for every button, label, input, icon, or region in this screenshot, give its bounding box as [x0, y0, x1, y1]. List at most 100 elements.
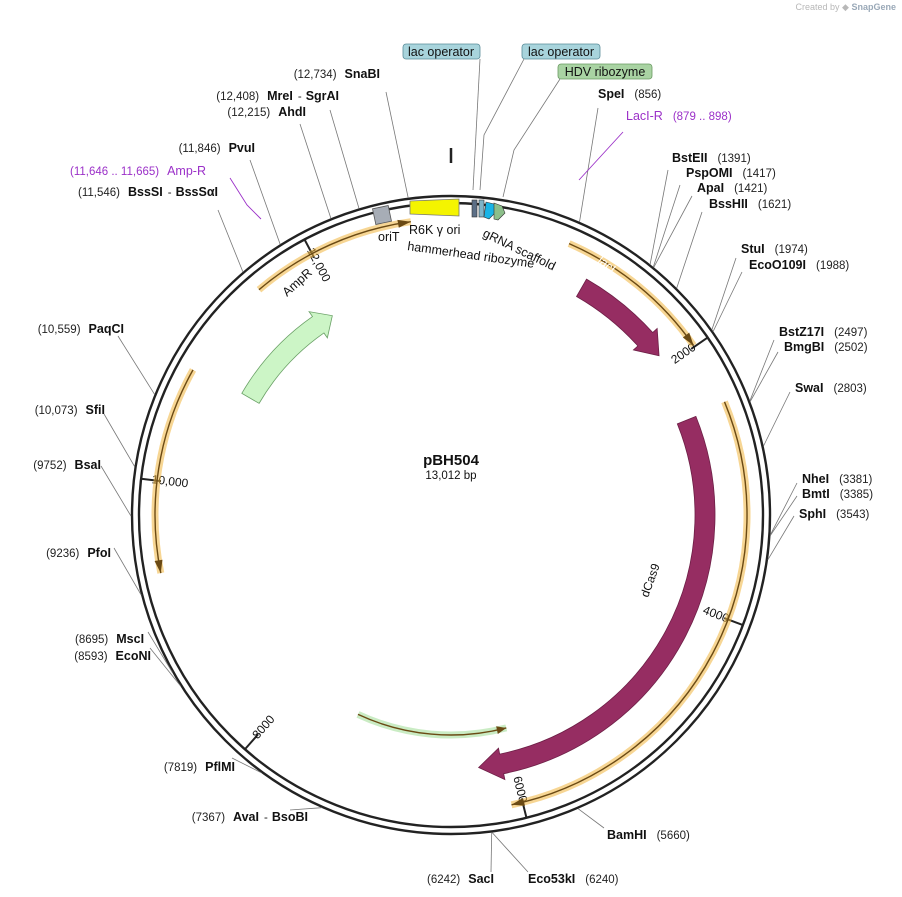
site-label: StuI (1974) [741, 242, 808, 256]
site-name: BstEII [672, 151, 707, 165]
site-leader [103, 413, 136, 467]
site-name: NheI [802, 472, 829, 486]
site-label: (9236)PfoI [46, 546, 111, 560]
site-leader [767, 515, 795, 560]
site-leader [770, 495, 798, 536]
site-label: (11,846)PvuI [179, 141, 255, 155]
orit-label: oriT [378, 230, 400, 244]
site-leader [749, 339, 775, 401]
grna-feature [493, 202, 506, 221]
site-position: (1974) [775, 244, 808, 256]
site-label: SpeI (856) [598, 87, 661, 101]
site-label: NheI(3381) [802, 472, 873, 486]
site-position: (1988) [816, 260, 849, 272]
site-label: BssHII(1621) [709, 197, 791, 211]
r6k-label: R6K γ ori [409, 223, 460, 237]
site-leader [649, 169, 669, 265]
site-position: (1391) [717, 153, 750, 165]
laci-primer-label: LacI-R(879 .. 898) [626, 109, 732, 123]
lac-operator-box-1: lac operator [402, 43, 481, 60]
site-position: (11,546) [78, 187, 120, 199]
site-position: (3385) [840, 489, 873, 501]
site-position: (7367) [192, 812, 225, 824]
site-leaders [100, 91, 798, 873]
lac-operator-2-label: lac operator [528, 45, 594, 59]
site-position: (1621) [758, 199, 791, 211]
site-label: (10,559)PaqCI [38, 322, 124, 336]
site-leader [100, 465, 132, 517]
site-position: (12,408) [216, 91, 259, 103]
site-label: (12,734)SnaBI [294, 67, 380, 81]
site-position: (2803) [834, 383, 867, 395]
site-label: (7819)PflMI [164, 760, 235, 774]
site-leader [117, 335, 155, 395]
site-leader [577, 808, 605, 829]
site-leader [149, 647, 181, 687]
site-name-2: BssSαI [176, 185, 218, 199]
snapgene-logo-icon: ◆ [842, 2, 849, 12]
site-label: (11,546)BssSI-BssSαI [78, 185, 218, 199]
site-name: SpeI [598, 87, 624, 101]
site-label: (8695)MscI [75, 632, 144, 646]
hdv-ribozyme-leader [502, 78, 561, 198]
site-leader [329, 109, 360, 209]
site-leader [113, 547, 142, 596]
site-label: BmtI (3385) [802, 487, 873, 501]
site-leader [289, 807, 322, 811]
site-label: ApaI(1421) [697, 181, 768, 195]
site-leader [749, 351, 779, 402]
site-leader [385, 91, 409, 198]
lac-operator-feature [471, 199, 478, 218]
site-position: (7819) [164, 762, 197, 774]
site-name: Eco53kI [528, 872, 575, 886]
hdv-ribozyme-label: HDV ribozyme [565, 65, 646, 79]
site-leader [652, 184, 681, 268]
site-position: (9752) [33, 460, 66, 472]
site-name: StuI [741, 242, 765, 256]
orit-feature [372, 205, 392, 225]
site-label: BstZ17I(2497) [779, 325, 868, 339]
site-position: (6240) [585, 874, 618, 886]
snapgene-credit: Created by ◆ SnapGene [796, 2, 897, 13]
site-label: (10,073)SfiI [35, 403, 105, 417]
site-label: (9752)BsaI [33, 458, 101, 472]
laci-primer-leader [578, 131, 624, 181]
site-position: (5660) [657, 830, 690, 842]
dcas9-label: dCas9 [638, 561, 663, 599]
site-position: (11,846) [179, 143, 221, 155]
credit-brand: SnapGene [851, 2, 896, 12]
r6k-feature [409, 198, 460, 217]
ampr-primer-label: (11,646 .. 11,665)Amp-R [70, 164, 206, 178]
dcas9-feature [477, 415, 716, 781]
site-name: BssSI [128, 185, 163, 199]
site-leader [653, 195, 693, 268]
site-name: SwaI [795, 381, 824, 395]
plasmid-name: pBH504 [423, 452, 480, 469]
site-name: BamHI [607, 828, 647, 842]
lac-operator-box-1-rect [402, 43, 481, 60]
site-label: SwaI (2803) [795, 381, 867, 395]
site-position: (3543) [836, 509, 869, 521]
site-labels: (12,734)SnaBI(12,408)MreI-SgrAI(12,215)A… [33, 67, 873, 886]
orf-line [154, 369, 194, 574]
site-label: (7367)AvaI-BsoBI [192, 810, 308, 824]
site-position: (10,073) [35, 405, 78, 417]
orf-arrowhead [496, 726, 507, 735]
site-position: (856) [634, 89, 661, 101]
orf-line [568, 242, 695, 346]
site-name: BmtI [802, 487, 830, 501]
site-label: EcoO109I(1988) [749, 258, 849, 272]
site-name: AhdI [278, 105, 306, 119]
site-label: PspOMI(1417) [686, 166, 776, 180]
site-leader [231, 757, 262, 774]
lac-operator-box-2: lac operator [521, 43, 601, 60]
site-position: (2497) [834, 327, 867, 339]
site-label: BamHI (5660) [607, 828, 690, 842]
orf-arrowhead [511, 797, 525, 806]
site-name: SnaBI [345, 67, 380, 81]
site-leader [491, 832, 529, 873]
orf-line [357, 713, 507, 736]
site-name-2: BsoBI [272, 810, 308, 824]
credit-prefix: Created by [795, 2, 840, 12]
